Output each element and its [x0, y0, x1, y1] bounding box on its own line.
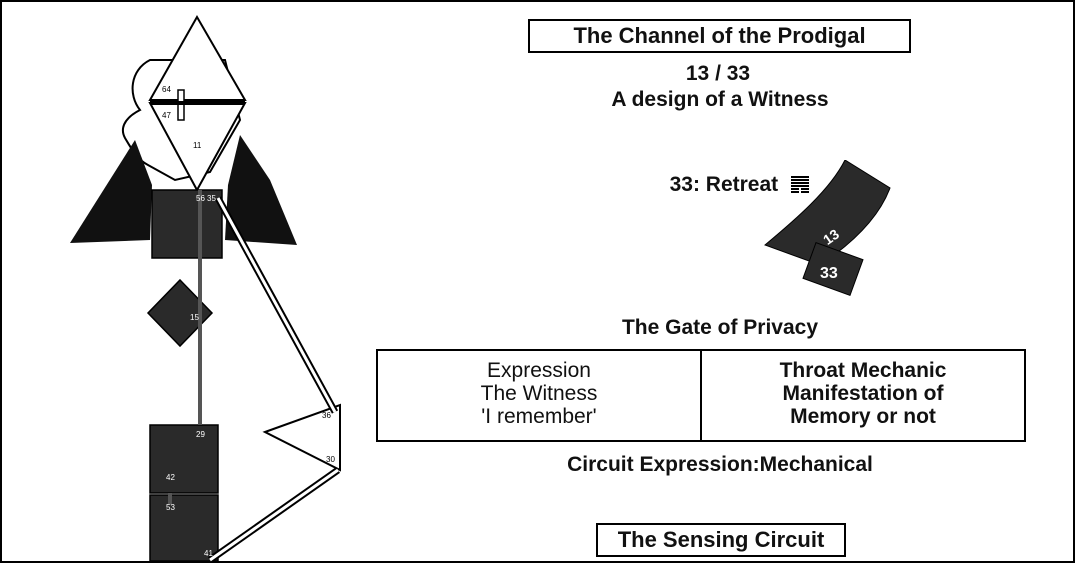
gate-label: 53: [166, 503, 175, 512]
cell-line: The Witness: [480, 382, 598, 405]
gate-line: 33: Retreat: [590, 173, 810, 197]
gate-number: 33: [820, 265, 838, 282]
sacral-center: [149, 424, 219, 494]
cell-line: 'I remember': [481, 405, 597, 428]
left-shoulder: [70, 140, 152, 243]
gate-label: 15: [190, 313, 199, 322]
channel-numbers: 13 / 33: [685, 62, 751, 85]
solar-plexus-center: [262, 403, 341, 472]
circuit-expression: Circuit Expression:Mechanical: [567, 453, 873, 476]
g-center: [146, 278, 214, 348]
gate-label: 11: [193, 141, 202, 150]
gate-label: 64: [162, 85, 171, 94]
gate-label: 56: [196, 194, 205, 203]
gate-label: 30: [326, 455, 335, 464]
channel-graphic: 13 33: [764, 160, 891, 297]
channel-subtitle: A design of a Witness: [611, 88, 829, 111]
gate-label: 42: [166, 473, 175, 482]
gate-title: The Gate of Privacy: [621, 316, 819, 339]
gate-label: 47: [162, 111, 171, 120]
circuit-name: The Sensing Circuit: [596, 523, 846, 557]
bodygraph-diagram: 64 47 11 56 35 15 36 30 29 42 53 41: [70, 14, 341, 563]
cell-line: Expression: [487, 359, 591, 382]
mechanic-cell: Throat Mechanic Manifestation of Memory …: [702, 351, 1024, 440]
gate-label: 29: [196, 430, 205, 439]
gate-33-box: [802, 241, 864, 297]
head-center: [148, 14, 247, 101]
right-shoulder: [225, 135, 297, 245]
expression-cell: Expression The Witness 'I remember': [378, 351, 702, 440]
gate-label: 41: [204, 549, 213, 558]
gate-line-label: 33: Retreat: [669, 173, 779, 196]
hexagram-icon: [791, 176, 809, 194]
gate-label: 35: [207, 194, 216, 203]
head-silhouette: [121, 59, 242, 182]
page-title: The Channel of the Prodigal: [528, 19, 911, 53]
gate-label: 36: [322, 411, 331, 420]
throat-center: [151, 189, 223, 259]
cell-line: Manifestation of: [782, 382, 944, 405]
root-center: [149, 494, 219, 562]
gate-description-table: Expression The Witness 'I remember' Thro…: [376, 349, 1026, 442]
cell-line: Memory or not: [790, 405, 936, 428]
cell-line: Throat Mechanic: [779, 359, 947, 382]
